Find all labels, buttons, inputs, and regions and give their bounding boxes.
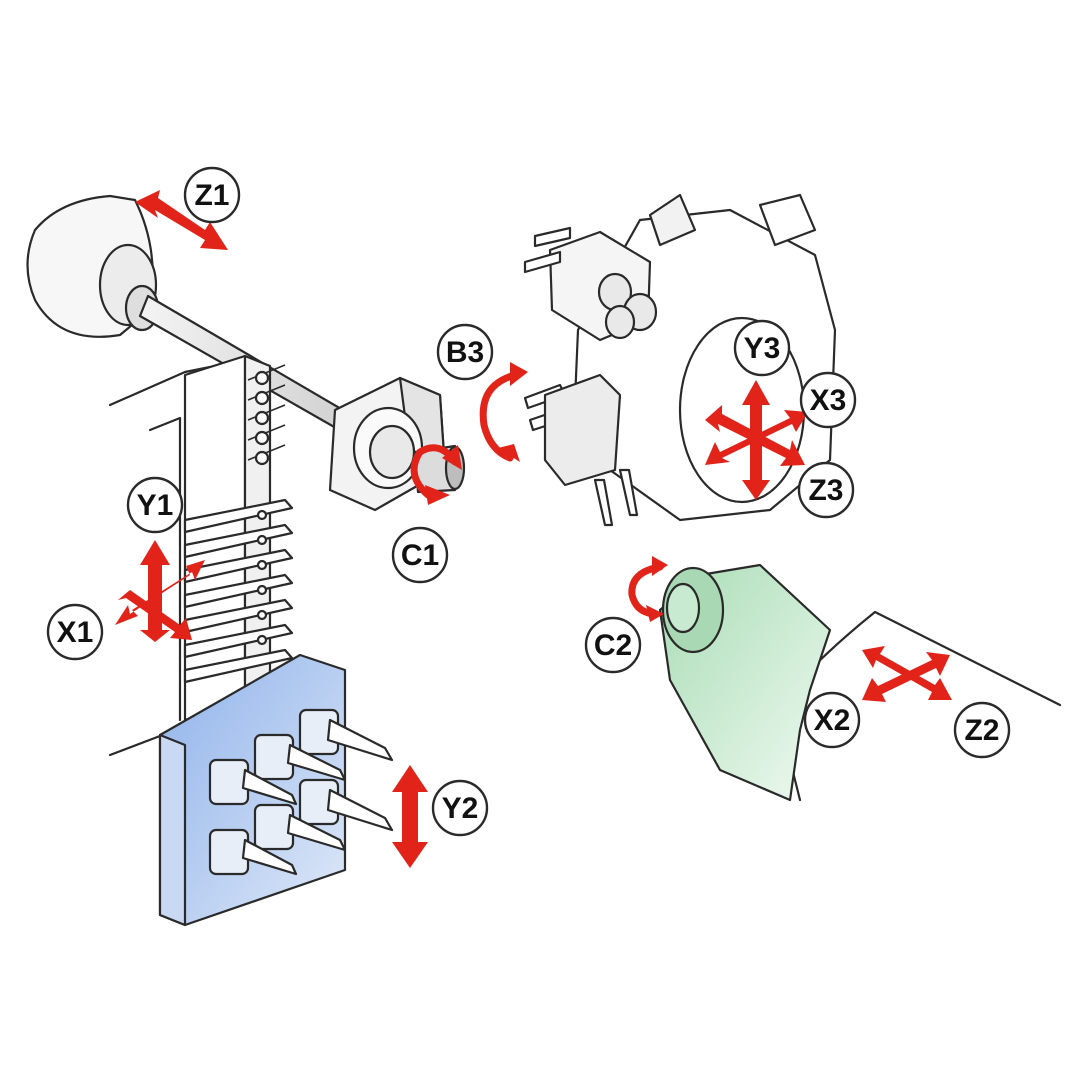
label-x3-text: X3 — [810, 384, 847, 417]
live-tool-block — [158, 653, 394, 927]
label-c1-text: C1 — [401, 539, 439, 572]
label-x1: X1 — [46, 603, 104, 661]
label-c2: C2 — [584, 616, 642, 674]
label-b3: B3 — [436, 323, 494, 381]
label-c2-text: C2 — [594, 629, 632, 662]
y2-arrow — [392, 765, 428, 868]
turret — [523, 193, 837, 527]
c2-rotation-arrow — [628, 556, 668, 622]
label-z3-text: Z3 — [808, 474, 843, 507]
gang-tool-post — [183, 354, 294, 722]
label-x2-text: X2 — [814, 704, 851, 737]
label-b3-text: B3 — [446, 336, 484, 369]
label-y3-text: Y3 — [744, 332, 781, 365]
y1-x1-arrow-cross — [115, 540, 205, 642]
c1-rotation-arrow — [410, 444, 462, 505]
x2-z2-arrow-cross — [862, 646, 952, 702]
sub-spindle — [658, 563, 1062, 802]
label-y1: Y1 — [126, 476, 184, 534]
label-y2: Y2 — [431, 779, 489, 837]
b3-rotation-arrow — [479, 362, 528, 462]
label-x2: X2 — [803, 691, 861, 749]
label-y1-text: Y1 — [137, 489, 174, 522]
label-z1-text: Z1 — [194, 179, 229, 212]
label-z2-text: Z2 — [964, 714, 999, 747]
label-x1-text: X1 — [57, 616, 94, 649]
label-c1: C1 — [391, 526, 449, 584]
label-x3: X3 — [799, 371, 857, 429]
label-z1: Z1 — [183, 166, 241, 224]
label-z3: Z3 — [797, 461, 855, 519]
label-z2: Z2 — [953, 701, 1011, 759]
y3-x3-z3-arrow-cross — [705, 380, 808, 500]
label-y2-text: Y2 — [442, 792, 479, 825]
label-y3: Y3 — [733, 319, 791, 377]
z1-arrow — [135, 190, 228, 250]
